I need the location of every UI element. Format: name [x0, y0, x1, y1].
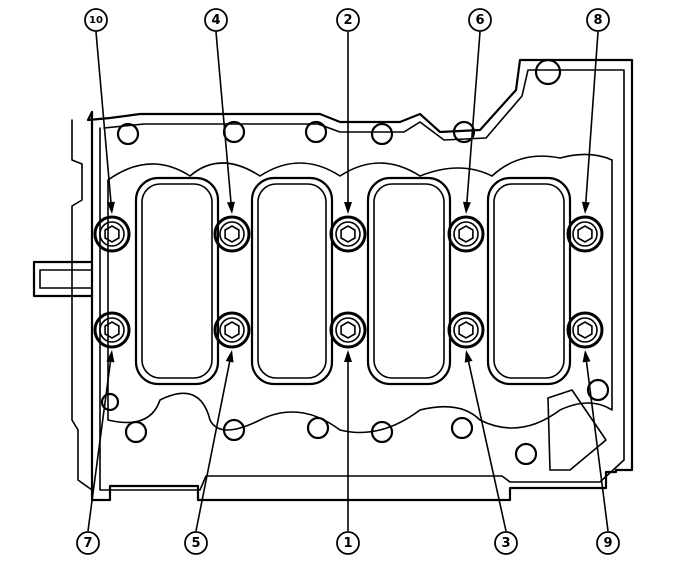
bolt-4: [213, 215, 251, 253]
callout-7: 7: [76, 531, 100, 555]
callout-label: 10: [89, 15, 103, 26]
callout-10: 10: [84, 8, 108, 32]
callout-label: 2: [343, 13, 352, 28]
leader-arrow-3: [464, 350, 507, 532]
callout-9: 9: [596, 531, 620, 555]
callout-label: 8: [593, 13, 602, 28]
leader-arrow-4: [215, 31, 235, 214]
callout-3: 3: [494, 531, 518, 555]
cylinder-openings: [134, 176, 572, 386]
bolt-3: [447, 311, 485, 349]
leader-arrow-2: [344, 32, 352, 214]
bolt-1: [329, 311, 367, 349]
block-holes: [100, 58, 610, 471]
callout-4: 4: [204, 8, 228, 32]
callout-label: 3: [501, 536, 510, 551]
leader-arrow-6: [462, 31, 481, 214]
bolt-9: [566, 311, 604, 349]
callout-label: 5: [191, 536, 200, 551]
bolt-6: [447, 215, 485, 253]
bolt-10: [93, 215, 131, 253]
bolt-7: [93, 311, 131, 349]
bolt-2: [329, 215, 367, 253]
callout-label: 4: [211, 13, 220, 28]
leaders-layer: [87, 31, 609, 532]
callout-2: 2: [336, 8, 360, 32]
callout-6: 6: [468, 8, 492, 32]
leader-arrow-10: [95, 31, 115, 214]
callout-label: 7: [83, 536, 92, 551]
leader-arrow-8: [581, 31, 599, 214]
callouts-layer: 10 4 2 6 8 7 5 1 3 9: [76, 8, 620, 555]
bolt-5: [213, 311, 251, 349]
leader-arrow-7: [87, 350, 115, 532]
callout-label: 9: [603, 536, 612, 551]
bolts-layer: [93, 215, 604, 349]
callout-label: 1: [343, 536, 352, 551]
callout-1: 1: [336, 531, 360, 555]
callout-label: 6: [475, 13, 484, 28]
leader-arrow-1: [344, 350, 352, 531]
bolt-8: [566, 215, 604, 253]
callout-5: 5: [184, 531, 208, 555]
callout-8: 8: [586, 8, 610, 32]
leader-arrow-9: [582, 350, 609, 532]
leader-arrow-5: [195, 350, 234, 532]
